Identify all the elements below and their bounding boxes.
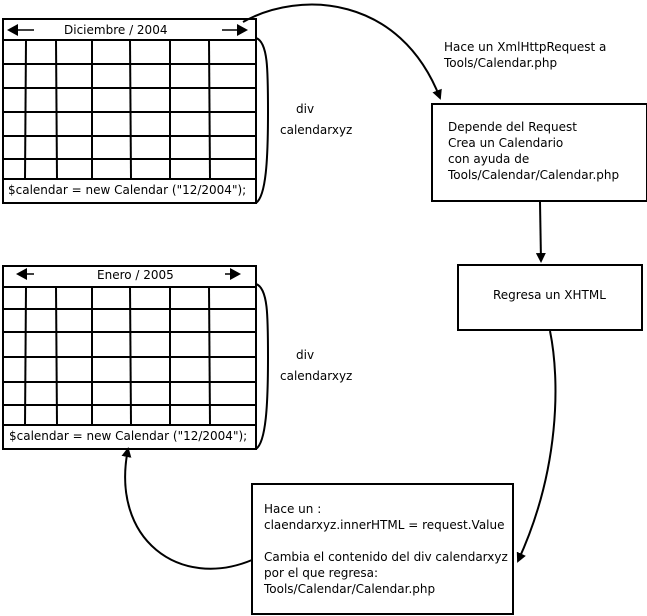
calendar-top-prev-arrow-icon[interactable] bbox=[7, 24, 34, 36]
calendar-bottom-prev-arrow-icon[interactable] bbox=[16, 268, 34, 280]
calendar-top-div-id: calendarxyz bbox=[280, 123, 353, 137]
calendar-bottom-title: Enero / 2005 bbox=[97, 268, 174, 282]
calendar-top bbox=[2, 18, 270, 204]
box-hace-frame bbox=[251, 483, 514, 615]
calendar-top-div-label: div bbox=[296, 102, 315, 116]
box-regresa-label: Regresa un XHTML bbox=[493, 288, 606, 302]
calendar-top-next-arrow-icon[interactable] bbox=[222, 24, 248, 36]
request-note-line1: Hace un XmlHttpRequest a bbox=[444, 40, 607, 54]
box-regresa-frame bbox=[457, 264, 643, 331]
calendar-bottom-footer: $calendar = new Calendar ("12/2004"); bbox=[9, 429, 248, 443]
calendar-top-title: Diciembre / 2004 bbox=[64, 23, 168, 37]
box-hace-line2: claendarxyz.innerHTML = request.Value bbox=[264, 518, 505, 532]
calendar-bottom-div-id: calendarxyz bbox=[280, 369, 353, 383]
calendar-bottom-grid bbox=[3, 286, 256, 426]
arrow-request-to-server bbox=[242, 3, 442, 100]
arrow-regresa-to-hace bbox=[516, 330, 557, 563]
calendar-bottom-bracket bbox=[255, 283, 270, 450]
calendar-top-grid bbox=[3, 39, 256, 180]
box-hace-line1: Hace un : bbox=[264, 502, 322, 516]
request-note-line2: Tools/Calendar.php bbox=[444, 56, 558, 70]
arrow-depende-to-regresa bbox=[535, 201, 546, 263]
calendar-top-footer: $calendar = new Calendar ("12/2004"); bbox=[8, 183, 247, 197]
box-depende-line3: con ayuda de bbox=[448, 152, 530, 166]
box-depende-line4: Tools/Calendar/Calendar.php bbox=[448, 168, 620, 182]
box-depende-line1: Depende del Request bbox=[448, 120, 577, 134]
box-depende-frame bbox=[431, 103, 647, 202]
calendar-bottom-div-label: div bbox=[296, 348, 315, 362]
calendar-bottom-next-arrow-icon[interactable] bbox=[225, 268, 241, 280]
box-hace-line5: Tools/Calendar/Calendar.php bbox=[264, 582, 436, 596]
arrow-hace-to-calendar bbox=[121, 447, 253, 570]
calendar-bottom bbox=[2, 265, 270, 450]
calendar-top-bracket bbox=[255, 37, 270, 204]
box-depende-line2: Crea un Calendario bbox=[448, 136, 564, 150]
box-hace-line3: Cambia el contenido del div calendarxyz bbox=[264, 550, 508, 564]
box-hace-line4: por el que regresa: bbox=[264, 566, 379, 580]
